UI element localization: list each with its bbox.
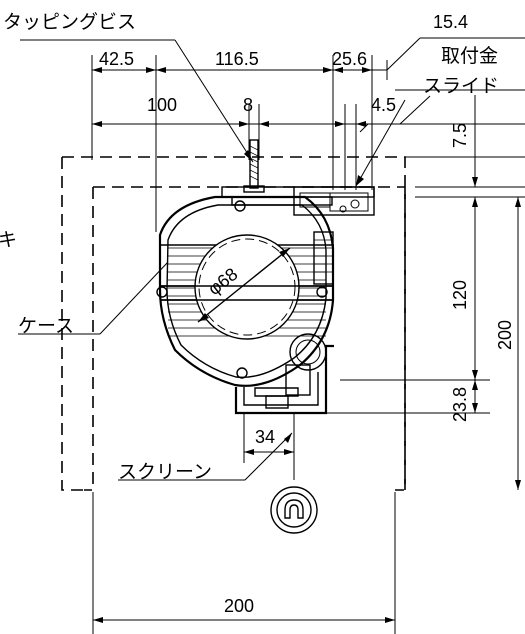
right-dimension-lines [320, 95, 525, 490]
dim-4-5: 4.5 [371, 95, 396, 115]
screen-bracket [234, 333, 334, 480]
mount-bracket [221, 186, 375, 216]
dim-200-horizontal: 200 [224, 596, 254, 616]
bottom-dimension-lines [92, 492, 396, 634]
label-slide: スライド [423, 76, 499, 97]
dim-120: 120 [450, 280, 470, 310]
dim-34: 34 [255, 427, 275, 447]
label-screen: スクリーン [118, 461, 212, 483]
label-case: ケース [18, 316, 74, 337]
dim-8: 8 [243, 95, 253, 115]
leader-lines [18, 39, 406, 481]
dim-15-4: 15.4 [433, 12, 468, 32]
dim-23-8: 23.8 [450, 387, 470, 422]
dim-42-5: 42.5 [99, 49, 134, 69]
dim-116-5: 116.5 [215, 49, 259, 69]
label-left-edge: キ [0, 230, 17, 251]
label-tapping-screw: タッピングビス [3, 11, 136, 33]
label-mount-bracket: 取付金 [441, 45, 498, 67]
dim-25-6: 25.6 [332, 49, 367, 69]
dim-200-vertical: 200 [495, 320, 515, 350]
top-dimension-lines [20, 37, 525, 232]
dim-7-5: 7.5 [450, 123, 470, 148]
screen-weight [270, 486, 318, 534]
motor-body [156, 195, 335, 387]
dim-100: 100 [147, 95, 177, 115]
tapping-screw [243, 139, 265, 193]
